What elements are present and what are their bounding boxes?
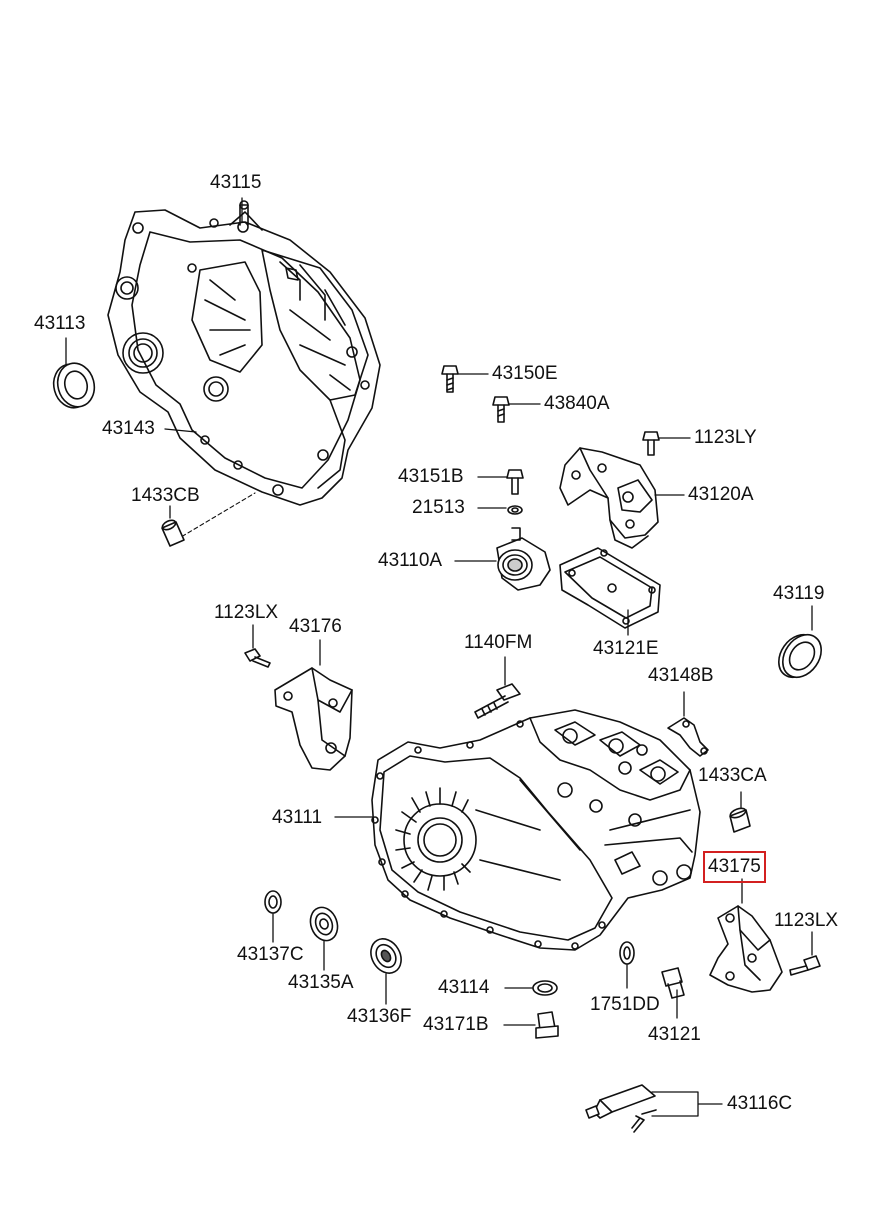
bolt-1140FM-drawing[interactable] — [474, 683, 521, 719]
washer-21513-drawing[interactable] — [507, 505, 523, 515]
part-label-43150E[interactable]: 43150E — [492, 363, 558, 384]
mount-bracket-43120A-drawing[interactable] — [559, 447, 659, 549]
part-label-43136F[interactable]: 43136F — [347, 1006, 412, 1027]
bolt-1123LX-right-drawing[interactable] — [789, 955, 821, 976]
oil-seal-43119-drawing[interactable] — [771, 627, 829, 684]
part-label-43148B[interactable]: 43148B — [648, 665, 714, 686]
plug-43121-drawing[interactable] — [661, 967, 685, 999]
bushing-43110A-drawing[interactable] — [496, 527, 551, 591]
part-label-43111[interactable]: 43111 — [272, 807, 323, 828]
transaxle-case-drawing[interactable] — [371, 709, 701, 951]
part-label-43113[interactable]: 43113 — [34, 313, 86, 334]
part-label-1123LX-left[interactable]: 1123LX — [214, 602, 279, 623]
bolt-1123LY-drawing[interactable] — [642, 431, 660, 456]
bolt-43150E-drawing[interactable] — [441, 365, 459, 393]
bolt-43151B-drawing[interactable] — [506, 469, 524, 495]
part-label-43176[interactable]: 43176 — [289, 616, 342, 637]
part-label-43119[interactable]: 43119 — [773, 583, 825, 604]
part-label-43121E[interactable]: 43121E — [593, 638, 659, 659]
oil-seal-43113-drawing[interactable] — [49, 359, 99, 412]
part-label-1433CB[interactable]: 1433CB — [131, 485, 200, 506]
part-label-1140FM[interactable]: 1140FM — [464, 632, 533, 653]
part-label-1433CA[interactable]: 1433CA — [698, 765, 767, 786]
dowel-pin-1433CA-drawing[interactable] — [729, 807, 751, 833]
part-label-43171B[interactable]: 43171B — [423, 1014, 489, 1035]
part-label-43121[interactable]: 43121 — [648, 1024, 701, 1045]
part-label-43151B[interactable]: 43151B — [398, 466, 464, 487]
mount-plate-43121E-drawing[interactable] — [559, 547, 661, 629]
gasket-43114-drawing[interactable] — [532, 980, 558, 996]
part-label-1123LY[interactable]: 1123LY — [694, 427, 757, 448]
part-label-43110A[interactable]: 43110A — [378, 550, 443, 571]
part-label-43114[interactable]: 43114 — [438, 977, 490, 998]
part-label-43116C[interactable]: 43116C — [727, 1093, 793, 1114]
seal-43136F-drawing[interactable] — [365, 933, 407, 978]
part-label-43135A[interactable]: 43135A — [288, 972, 354, 993]
gasket-1751DD-drawing[interactable] — [619, 941, 635, 965]
bolt-1123LX-left-drawing[interactable] — [244, 648, 271, 668]
part-label-43143[interactable]: 43143 — [102, 418, 155, 439]
part-label-43137C[interactable]: 43137C — [237, 944, 304, 965]
part-label-21513[interactable]: 21513 — [412, 497, 465, 518]
plug-43171B-drawing[interactable] — [535, 1011, 559, 1039]
part-label-43175-highlighted[interactable]: 43175 — [703, 851, 766, 883]
bracket-43176-drawing[interactable] — [274, 667, 353, 771]
sealant-43116C-drawing[interactable] — [585, 1084, 657, 1133]
seal-43137C-drawing[interactable] — [264, 890, 282, 914]
part-label-1751DD[interactable]: 1751DD — [590, 994, 660, 1015]
clutch-housing-drawing[interactable] — [107, 200, 381, 506]
seal-43135A-drawing[interactable] — [306, 904, 342, 945]
bracket-43148B-drawing[interactable] — [667, 717, 709, 757]
part-label-1123LX-right[interactable]: 1123LX — [774, 910, 839, 931]
bolt-43840A-drawing[interactable] — [492, 396, 510, 423]
part-label-43120A[interactable]: 43120A — [688, 484, 754, 505]
part-label-43840A[interactable]: 43840A — [544, 393, 610, 414]
dowel-pin-1433CB-drawing[interactable] — [161, 518, 185, 547]
bracket-43175-drawing[interactable] — [709, 905, 783, 993]
part-label-43115[interactable]: 43115 — [210, 172, 262, 193]
